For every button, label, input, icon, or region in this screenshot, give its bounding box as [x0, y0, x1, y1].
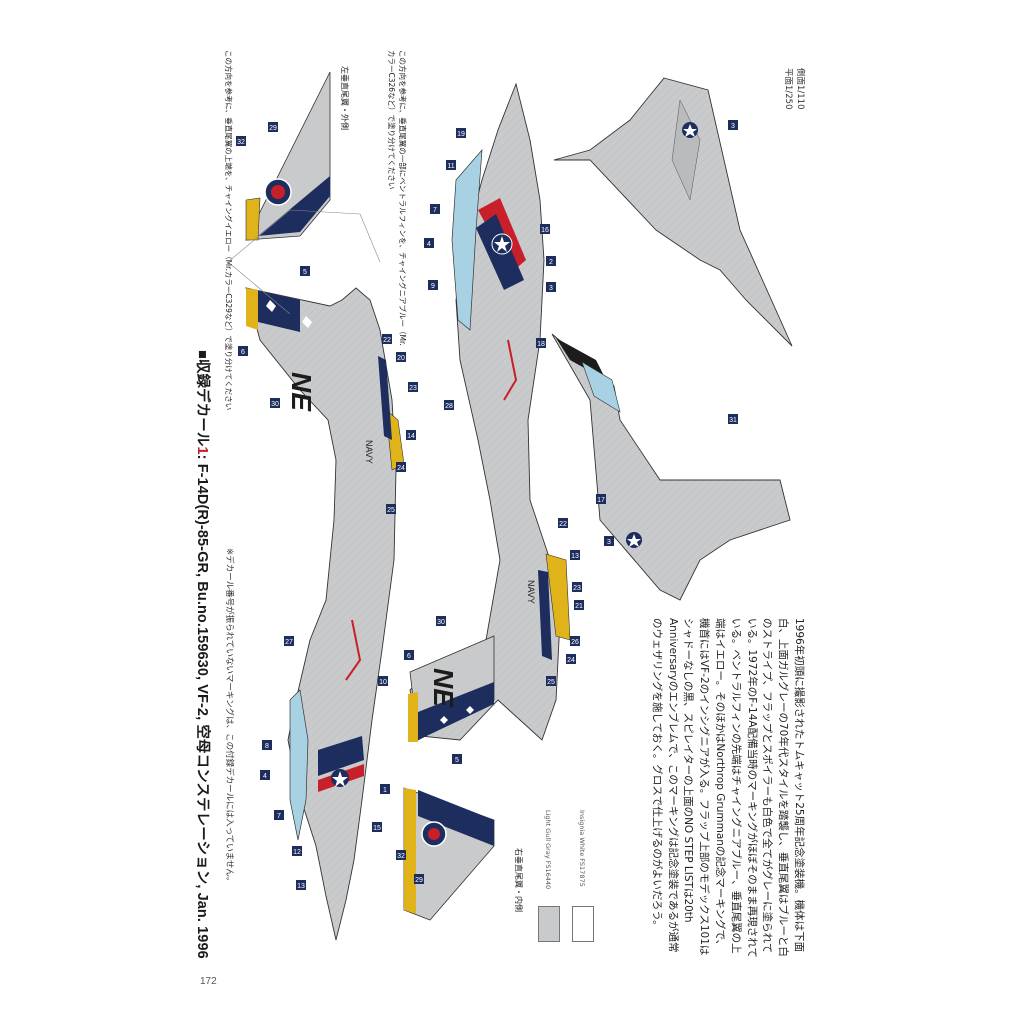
marker-32b: 32 [397, 853, 405, 860]
marker-29: 29 [269, 125, 277, 132]
marker-30b: 30 [437, 619, 445, 626]
marker-7: 7 [277, 813, 281, 820]
marker-5: 5 [303, 269, 307, 276]
marker-3c: 3 [607, 539, 611, 546]
side-profile-center: NE NAVY [408, 82, 571, 742]
marker-24b: 24 [567, 657, 575, 664]
swatch-insignia-white [572, 906, 594, 942]
bottom-view [551, 333, 791, 601]
right-tail-inner [403, 787, 495, 921]
marker-21: 21 [575, 603, 583, 610]
marker-13: 13 [297, 883, 305, 890]
marker-14: 14 [407, 433, 415, 440]
page-number: 172 [200, 976, 217, 987]
marker-25: 25 [387, 507, 395, 514]
marker-28: 28 [445, 403, 453, 410]
left-tail-outer [245, 71, 331, 241]
marker-16: 16 [541, 227, 549, 234]
marker-10: 10 [379, 679, 387, 686]
marker-24: 24 [397, 465, 405, 472]
swatch-light-gull-gray [538, 906, 560, 942]
marker-1: 1 [383, 787, 387, 794]
tail-code-center: NE [428, 668, 459, 708]
tail-code-left: NE [286, 372, 317, 412]
marker-26: 26 [571, 639, 579, 646]
marker-8: 8 [265, 743, 269, 750]
marker-23: 23 [409, 385, 417, 392]
marker-3b: 3 [731, 123, 735, 130]
marker-25b: 25 [547, 679, 555, 686]
marker-4: 4 [263, 773, 267, 780]
marker-22b: 22 [559, 521, 567, 528]
marker-27: 27 [285, 639, 293, 646]
marker-12: 12 [293, 849, 301, 856]
marker-6: 6 [241, 349, 245, 356]
marker-15: 15 [373, 825, 381, 832]
marker-22: 22 [383, 337, 391, 344]
marker-30: 30 [271, 401, 279, 408]
marker-11: 11 [447, 163, 454, 170]
marker-6b: 6 [407, 653, 411, 660]
side-profile-left: NE NAVY [245, 287, 405, 941]
number-markers: 32 29 5 6 30 22 20 23 14 24 25 27 10 8 4… [236, 120, 738, 890]
marker-13b: 13 [571, 553, 579, 560]
marker-9: 9 [431, 283, 435, 290]
navy-text-center: NAVY [526, 580, 536, 604]
marker-19: 19 [457, 131, 465, 138]
callout-lines [227, 209, 381, 315]
marker-4b: 4 [427, 241, 431, 248]
marker-20: 20 [397, 355, 405, 362]
marker-18: 18 [537, 341, 545, 348]
marker-29b: 29 [415, 877, 423, 884]
marker-7b: 7 [433, 207, 437, 214]
marker-31: 31 [729, 417, 737, 424]
marker-23b: 23 [573, 585, 581, 592]
marker-2: 2 [549, 259, 553, 266]
marker-3: 3 [549, 285, 553, 292]
marker-17: 17 [597, 497, 605, 504]
top-view [553, 77, 793, 347]
marker-5b: 5 [455, 757, 459, 764]
marker-32: 32 [237, 139, 245, 146]
navy-text-left: NAVY [364, 440, 374, 464]
